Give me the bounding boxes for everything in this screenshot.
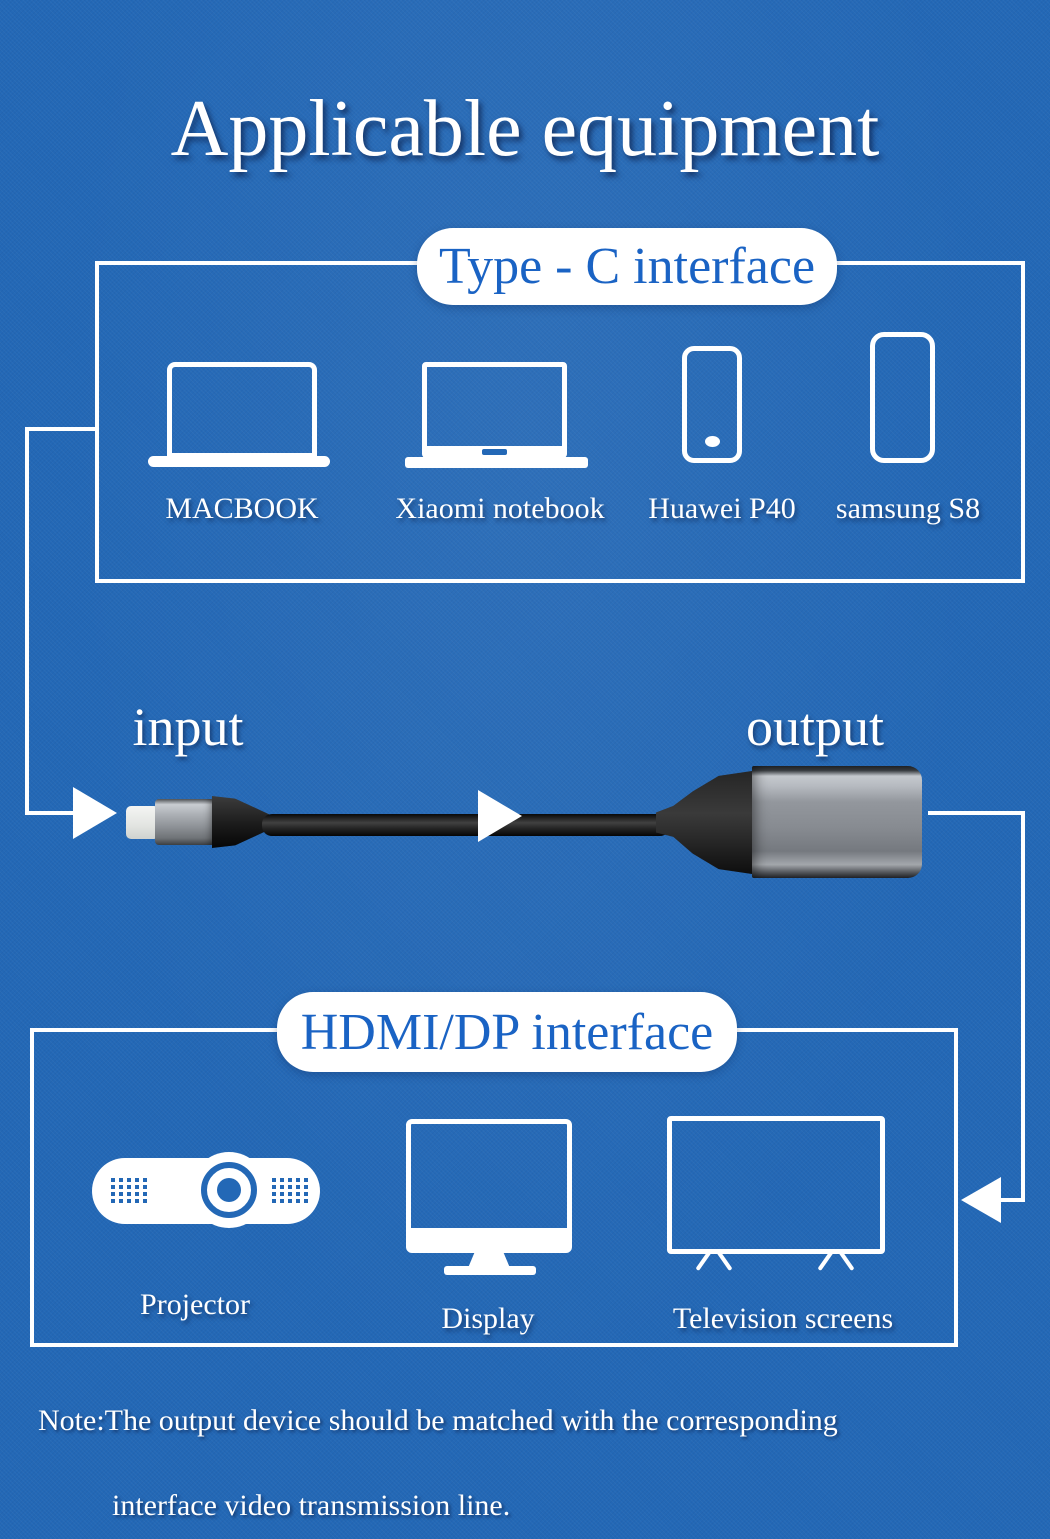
flow-line-typec-branch — [25, 427, 99, 431]
adapter-boot — [656, 769, 764, 876]
note-line-1: Note:The output device should be matched… — [38, 1404, 838, 1437]
flow-line-left-vertical — [25, 427, 29, 815]
adapter-body — [752, 766, 922, 878]
output-arrow-icon — [961, 1177, 1001, 1223]
typec-section-pill: Type - C interface — [417, 228, 837, 305]
hdmi-section-pill: HDMI/DP interface — [277, 992, 737, 1072]
device-label-projector: Projector — [140, 1288, 250, 1321]
flow-line-output-horizontal — [928, 811, 1025, 815]
cable — [262, 814, 670, 836]
flow-line-hdmi-branch — [999, 1198, 1025, 1202]
input-label: input — [132, 697, 244, 757]
output-label: output — [745, 697, 885, 757]
device-label-macbook: MACBOOK — [165, 492, 319, 525]
cable-direction-arrow-icon — [478, 790, 522, 842]
note-line-2: interface video transmission line. — [112, 1489, 511, 1522]
device-label-samsung: samsung S8 — [835, 492, 981, 525]
device-label-huawei: Huawei P40 — [648, 492, 796, 525]
flow-line-right-vertical — [1021, 811, 1025, 1202]
device-label-television: Television screens — [672, 1302, 894, 1335]
device-label-display: Display — [441, 1302, 535, 1335]
usb-c-plug-tip — [126, 806, 159, 839]
device-label-xiaomi: Xiaomi notebook — [395, 492, 605, 525]
page-title: Applicable equipment — [170, 85, 880, 173]
usb-c-plug-barrel — [155, 799, 215, 845]
flow-line-input-horizontal — [25, 811, 77, 815]
input-arrow-icon — [73, 787, 117, 839]
